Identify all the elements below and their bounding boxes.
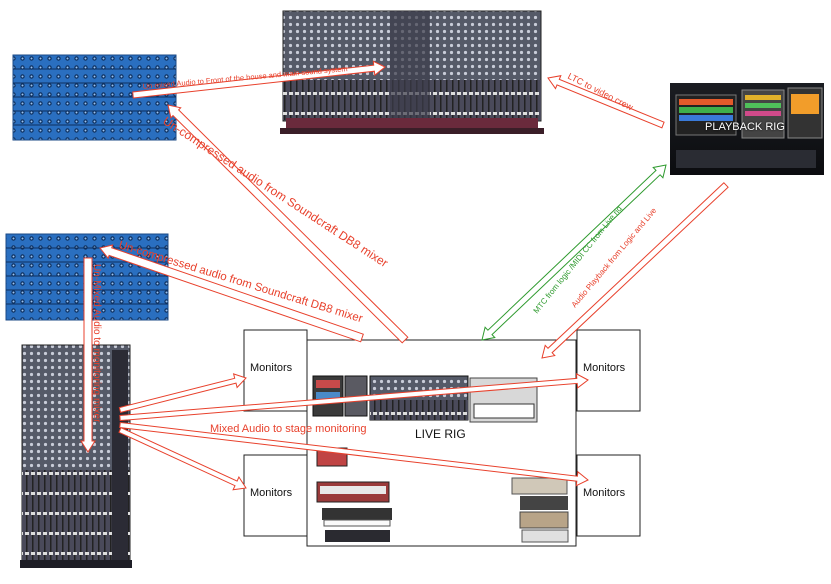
foh-console-image (280, 10, 544, 134)
edge-label-uncompressed-top: Un-compressed audio from Soundcraft DB8 … (160, 114, 390, 270)
live-rig-label: LIVE RIG (415, 427, 466, 441)
arrow-foh (132, 60, 386, 99)
monitors-bottom-right-label: Monitors (583, 487, 626, 499)
arrow-uncompressed-top (167, 104, 409, 344)
arrow-layer (80, 60, 729, 491)
arrow-audio-playback (541, 182, 729, 359)
live-rig-gear-image (312, 375, 569, 543)
arrow-unmixed-monitoring (80, 257, 96, 453)
monitors-top-right-box (576, 329, 641, 412)
arrow-uncompressed-mid (99, 244, 364, 343)
arrow-mtc (481, 164, 667, 341)
playback-rig-label: PLAYBACK RIG (705, 121, 785, 133)
rack-top-left-image (12, 54, 177, 141)
arrow-ltc (547, 75, 665, 129)
monitors-top-right-label: Monitors (583, 362, 626, 374)
playback-rig-image (670, 83, 824, 175)
monitors-bottom-right-box (576, 454, 641, 537)
edge-label-unmixed-monitoring: Un-Mixed Audio to monitoring mixer (91, 264, 102, 423)
edge-label-mixed-stage: Mixed Audio to stage monitoring (210, 423, 367, 435)
monitors-top-left-label: Monitors (250, 362, 293, 374)
monitors-bottom-left-label: Monitors (250, 487, 293, 499)
arrow-to-monitors-bottom-left (118, 427, 247, 491)
arrow-to-monitors-bottom-right (119, 421, 589, 487)
monitors-bottom-left-box (243, 454, 308, 537)
arrow-to-monitors-top-left (118, 373, 247, 414)
arrow-to-monitors-top-right (119, 373, 589, 422)
monitoring-console-image (20, 344, 132, 568)
monitors-top-left-box (243, 329, 308, 412)
